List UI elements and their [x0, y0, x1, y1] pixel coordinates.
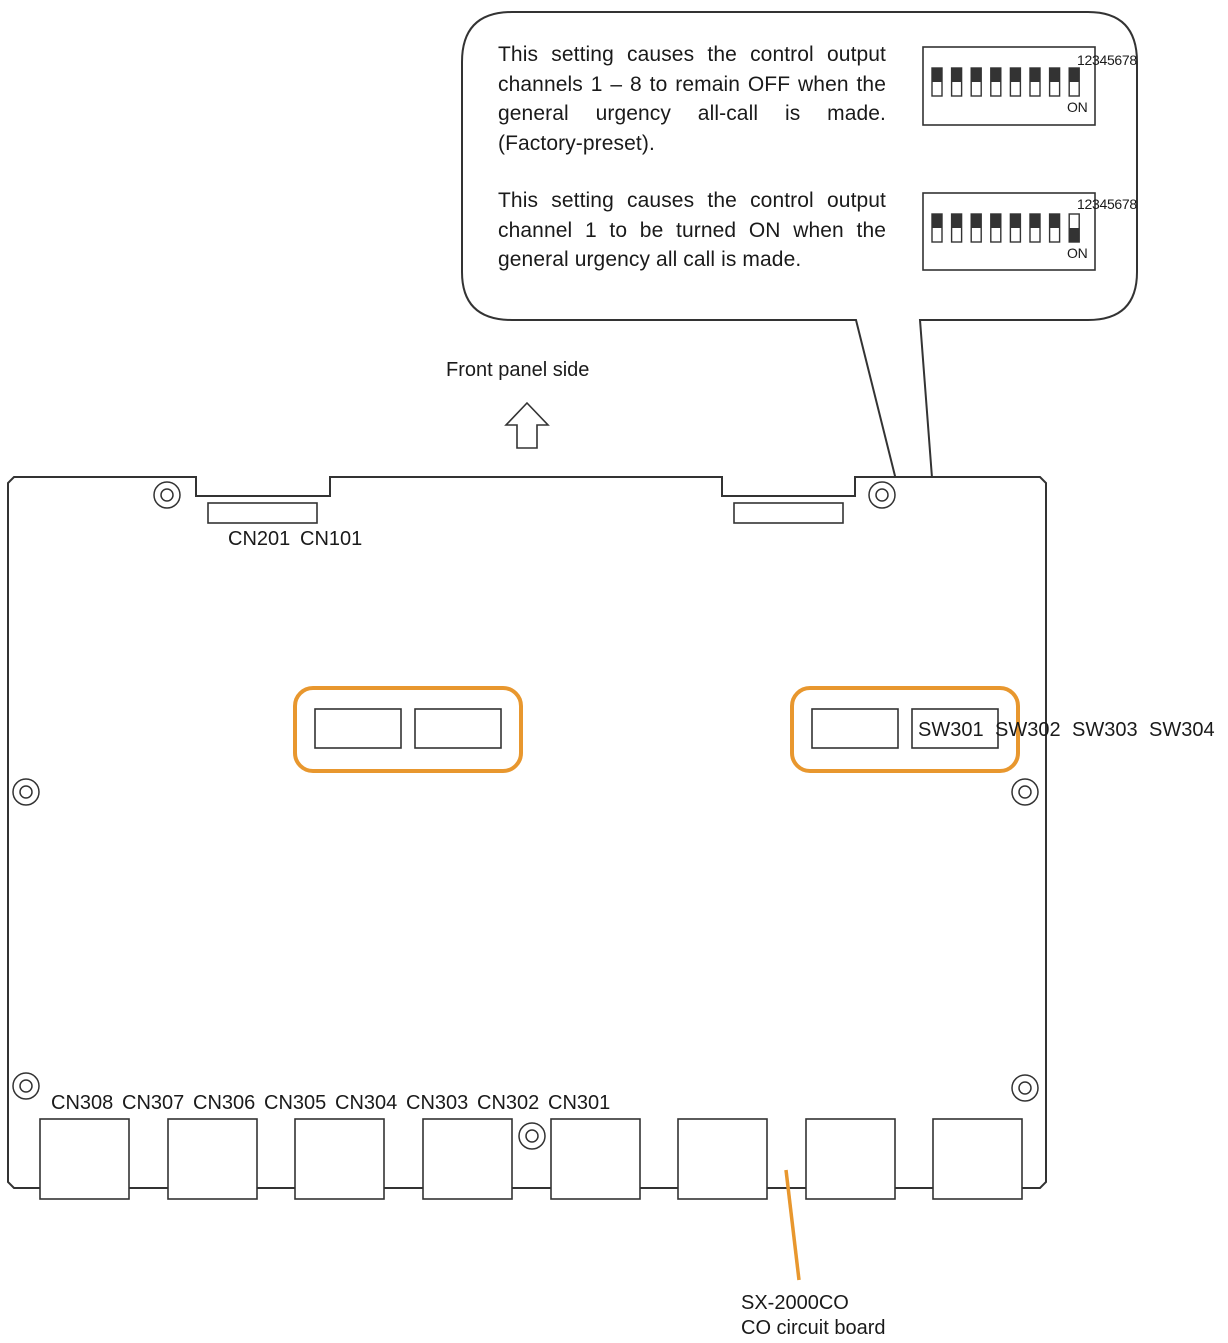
- connector-label-cn307: CN307: [122, 1092, 185, 1114]
- dip-on-lever-knob-7: [1049, 214, 1060, 228]
- board-name-leader-line: [784, 1169, 801, 1281]
- top-connector-right: [733, 502, 844, 524]
- dip-on-lever-knob-4: [990, 214, 1001, 228]
- dip-on-lever-knob-6: [1030, 214, 1040, 228]
- bottom-connector-8: [932, 1118, 1023, 1200]
- mounting-hole-inner-6: [1018, 1081, 1032, 1095]
- dip-switch-on-label-2: ON: [1067, 245, 1088, 261]
- mounting-hole-3: [12, 778, 40, 806]
- mounting-hole-5: [12, 1072, 40, 1100]
- dip-off-lever-knob-5: [1010, 68, 1021, 82]
- dip-switch-box-off: [922, 46, 1096, 126]
- mounting-hole-inner-7: [525, 1129, 539, 1143]
- connector-label-cn101: CN101: [300, 528, 363, 550]
- mounting-hole-inner-3: [19, 785, 33, 799]
- dip-switch-numbers-1: 12345678: [1077, 52, 1137, 68]
- switch-label-sw304: SW304: [1149, 719, 1215, 741]
- dip-on-lever-knob-8: [1069, 228, 1080, 242]
- connector-label-cn304: CN304: [335, 1092, 398, 1114]
- dip-switch-on-label-1: ON: [1067, 99, 1088, 115]
- board-model-name: SX-2000CO: [741, 1292, 849, 1314]
- up-arrow-icon: [504, 401, 550, 449]
- bottom-connector-7: [805, 1118, 896, 1200]
- mounting-hole-6: [1011, 1074, 1039, 1102]
- dip-on-lever-knob-5: [1010, 214, 1021, 228]
- switch-group-right-highlight: [790, 686, 1020, 773]
- dip-switch-box-on: [922, 192, 1096, 271]
- bottom-connector-4: [422, 1118, 513, 1200]
- dip-off-lever-knob-7: [1049, 68, 1060, 82]
- switch-label-sw303: SW303: [1072, 719, 1138, 741]
- circuit-board-outline: [7, 476, 1047, 1189]
- mounting-hole-7: [518, 1122, 546, 1150]
- dip-off-lever-knob-6: [1030, 68, 1040, 82]
- mounting-hole-inner-2: [875, 488, 889, 502]
- top-connector-cn201-cn101: [207, 502, 318, 524]
- dip-on-lever-knob-3: [971, 214, 982, 228]
- mounting-hole-inner-5: [19, 1079, 33, 1093]
- bottom-connector-3: [294, 1118, 385, 1200]
- setting-on-description: This setting causes the control output c…: [498, 189, 886, 271]
- dip-off-lever-knob-8: [1069, 68, 1080, 82]
- switch-block-sw303: [811, 708, 899, 749]
- dip-on-lever-knob-2: [951, 214, 962, 228]
- connector-label-cn302: CN302: [477, 1092, 540, 1114]
- bottom-connector-2: [167, 1118, 258, 1200]
- connector-label-cn306: CN306: [193, 1092, 256, 1114]
- mounting-hole-inner-1: [160, 488, 174, 502]
- board-description: CO circuit board: [741, 1317, 886, 1339]
- mounting-hole-1: [153, 481, 181, 509]
- setting-off-description: This setting causes the control output c…: [498, 43, 886, 155]
- connector-label-cn308: CN308: [51, 1092, 114, 1114]
- switch-label-sw301: SW301: [918, 719, 984, 741]
- mounting-hole-2: [868, 481, 896, 509]
- switch-block-sw304: [911, 708, 999, 749]
- mounting-hole-4: [1011, 778, 1039, 806]
- connector-label-cn305: CN305: [264, 1092, 327, 1114]
- bottom-connector-6: [677, 1118, 768, 1200]
- switch-label-sw302: SW302: [995, 719, 1061, 741]
- dip-switch-numbers-2: 12345678: [1077, 196, 1137, 212]
- connector-label-cn301: CN301: [548, 1092, 611, 1114]
- switch-block-sw301: [314, 708, 402, 749]
- dip-switch-levers-on: [931, 213, 1080, 243]
- dip-switch-levers-off: [931, 67, 1080, 97]
- switch-block-sw302: [414, 708, 502, 749]
- dip-off-lever-knob-4: [990, 68, 1001, 82]
- connector-label-cn201: CN201: [228, 528, 291, 550]
- dip-off-lever-knob-3: [971, 68, 982, 82]
- connector-label-cn303: CN303: [406, 1092, 469, 1114]
- mounting-hole-inner-4: [1018, 785, 1032, 799]
- bottom-connector-1: [39, 1118, 130, 1200]
- dip-off-lever-knob-2: [951, 68, 962, 82]
- dip-off-lever-knob-1: [932, 68, 942, 82]
- front-panel-side-label: Front panel side: [446, 359, 590, 381]
- bottom-connector-row: [39, 1118, 1023, 1200]
- dip-on-lever-knob-1: [932, 214, 942, 228]
- switch-group-left-highlight: [293, 686, 523, 773]
- bottom-connector-5: [550, 1118, 641, 1200]
- mounting-holes: [12, 481, 1039, 1150]
